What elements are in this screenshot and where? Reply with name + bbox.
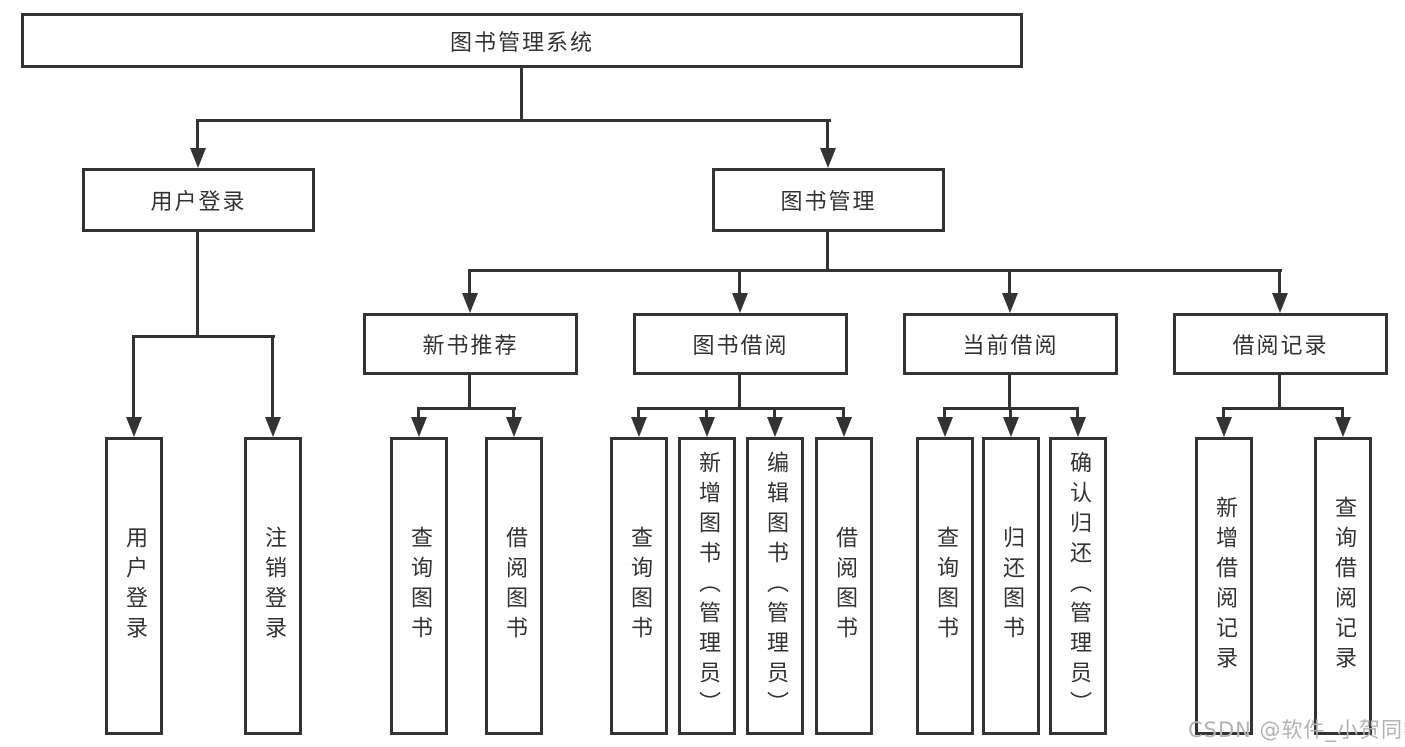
leaf-query-books-borrow: 查询图书	[610, 437, 668, 735]
leaf-return-books: 归还图书	[982, 437, 1040, 735]
connector-book-mgmt-split	[469, 269, 1282, 272]
connector-drop	[1222, 407, 1225, 420]
arrow-down-icon	[732, 293, 748, 313]
connector-current-stub	[1008, 375, 1011, 409]
connector-drop	[271, 335, 274, 420]
leaf-add-borrow-record: 新增借阅记录	[1195, 437, 1253, 735]
connector-drop	[943, 407, 946, 420]
connector-drop	[1278, 269, 1281, 296]
leaf-label: 查询图书	[627, 526, 652, 646]
arrow-down-icon	[462, 293, 478, 313]
leaf-label: 新增图书（管理员）	[695, 451, 720, 721]
node-new-book-recommend: 新书推荐	[363, 313, 578, 375]
node-label: 用户登录	[150, 190, 247, 215]
node-user-login: 用户登录	[82, 168, 315, 232]
connector-drop	[738, 269, 741, 296]
connector-record-stub	[1278, 375, 1281, 409]
arrow-down-icon	[265, 417, 281, 437]
connector-record-split	[1223, 407, 1344, 410]
node-book-borrow: 图书借阅	[633, 313, 848, 375]
node-current-borrow: 当前借阅	[903, 313, 1118, 375]
leaf-borrow-books-recommend: 借阅图书	[485, 437, 543, 735]
leaf-label: 归还图书	[999, 526, 1024, 646]
connector-user-login-stub	[196, 232, 199, 338]
arrow-down-icon	[411, 417, 427, 437]
node-borrow-records: 借阅记录	[1173, 313, 1388, 375]
connector-drop	[417, 407, 420, 420]
leaf-label: 查询借阅记录	[1331, 496, 1356, 676]
node-library-system: 图书管理系统	[21, 13, 1023, 68]
leaf-user-login: 用户登录	[105, 437, 163, 735]
node-label: 图书借阅	[692, 334, 789, 359]
arrow-down-icon	[1335, 417, 1351, 437]
arrow-down-icon	[1002, 293, 1018, 313]
connector-borrow-split	[638, 407, 845, 410]
connector-borrow-stub	[738, 375, 741, 409]
leaf-label: 确认归还（管理员）	[1066, 451, 1091, 721]
connector-new-book-stub	[468, 375, 471, 409]
connector-drop	[773, 407, 776, 420]
connector-drop	[1009, 407, 1012, 420]
arrow-down-icon	[1216, 417, 1232, 437]
connector-drop	[196, 119, 199, 150]
arrow-down-icon	[937, 417, 953, 437]
connector-new-book-split	[418, 407, 516, 410]
connector-root-stub	[520, 68, 523, 120]
leaf-label: 借阅图书	[502, 526, 527, 646]
arrow-down-icon	[820, 148, 836, 168]
leaf-edit-books-admin: 编辑图书（管理员）	[746, 437, 804, 735]
node-label: 新书推荐	[422, 334, 519, 359]
leaf-label: 借阅图书	[832, 526, 857, 646]
leaf-label: 新增借阅记录	[1212, 496, 1237, 676]
leaf-query-borrow-record: 查询借阅记录	[1314, 437, 1372, 735]
arrow-down-icon	[506, 417, 522, 437]
arrow-down-icon	[699, 417, 715, 437]
arrow-down-icon	[126, 417, 142, 437]
leaf-label: 编辑图书（管理员）	[763, 451, 788, 721]
node-label: 当前借阅	[962, 334, 1059, 359]
connector-book-mgmt-stub	[826, 232, 829, 272]
arrow-down-icon	[190, 148, 206, 168]
connector-drop	[132, 335, 135, 420]
connector-drop	[468, 269, 471, 296]
connector-drop	[705, 407, 708, 420]
arrow-down-icon	[1272, 293, 1288, 313]
arrow-down-icon	[1070, 417, 1086, 437]
leaf-add-books-admin: 新增图书（管理员）	[678, 437, 736, 735]
connector-drop	[1008, 269, 1011, 296]
arrow-down-icon	[767, 417, 783, 437]
leaf-query-books-current: 查询图书	[916, 437, 974, 735]
arrow-down-icon	[836, 417, 852, 437]
node-label: 图书管理系统	[449, 30, 594, 56]
connector-drop	[842, 407, 845, 420]
node-book-management: 图书管理	[712, 168, 945, 232]
connector-drop	[826, 119, 829, 150]
arrow-down-icon	[631, 417, 647, 437]
connector-drop	[637, 407, 640, 420]
node-label: 借阅记录	[1232, 334, 1329, 359]
connector-drop	[1076, 407, 1079, 420]
leaf-confirm-return-admin: 确认归还（管理员）	[1049, 437, 1107, 735]
leaf-label: 注销登录	[261, 526, 286, 646]
connector-drop	[1341, 407, 1344, 420]
watermark: CSDN @软件_小贺同学	[1188, 718, 1405, 742]
leaf-logout: 注销登录	[244, 437, 302, 735]
arrow-down-icon	[1003, 417, 1019, 437]
connector-drop	[512, 407, 515, 420]
leaf-label: 查询图书	[933, 526, 958, 646]
node-label: 图书管理	[780, 190, 877, 215]
connector-user-login-split	[133, 335, 275, 338]
leaf-query-books-recommend: 查询图书	[390, 437, 448, 735]
leaf-label: 查询图书	[407, 526, 432, 646]
leaf-borrow-books: 借阅图书	[815, 437, 873, 735]
leaf-label: 用户登录	[122, 526, 147, 646]
connector-root-split	[197, 119, 831, 122]
